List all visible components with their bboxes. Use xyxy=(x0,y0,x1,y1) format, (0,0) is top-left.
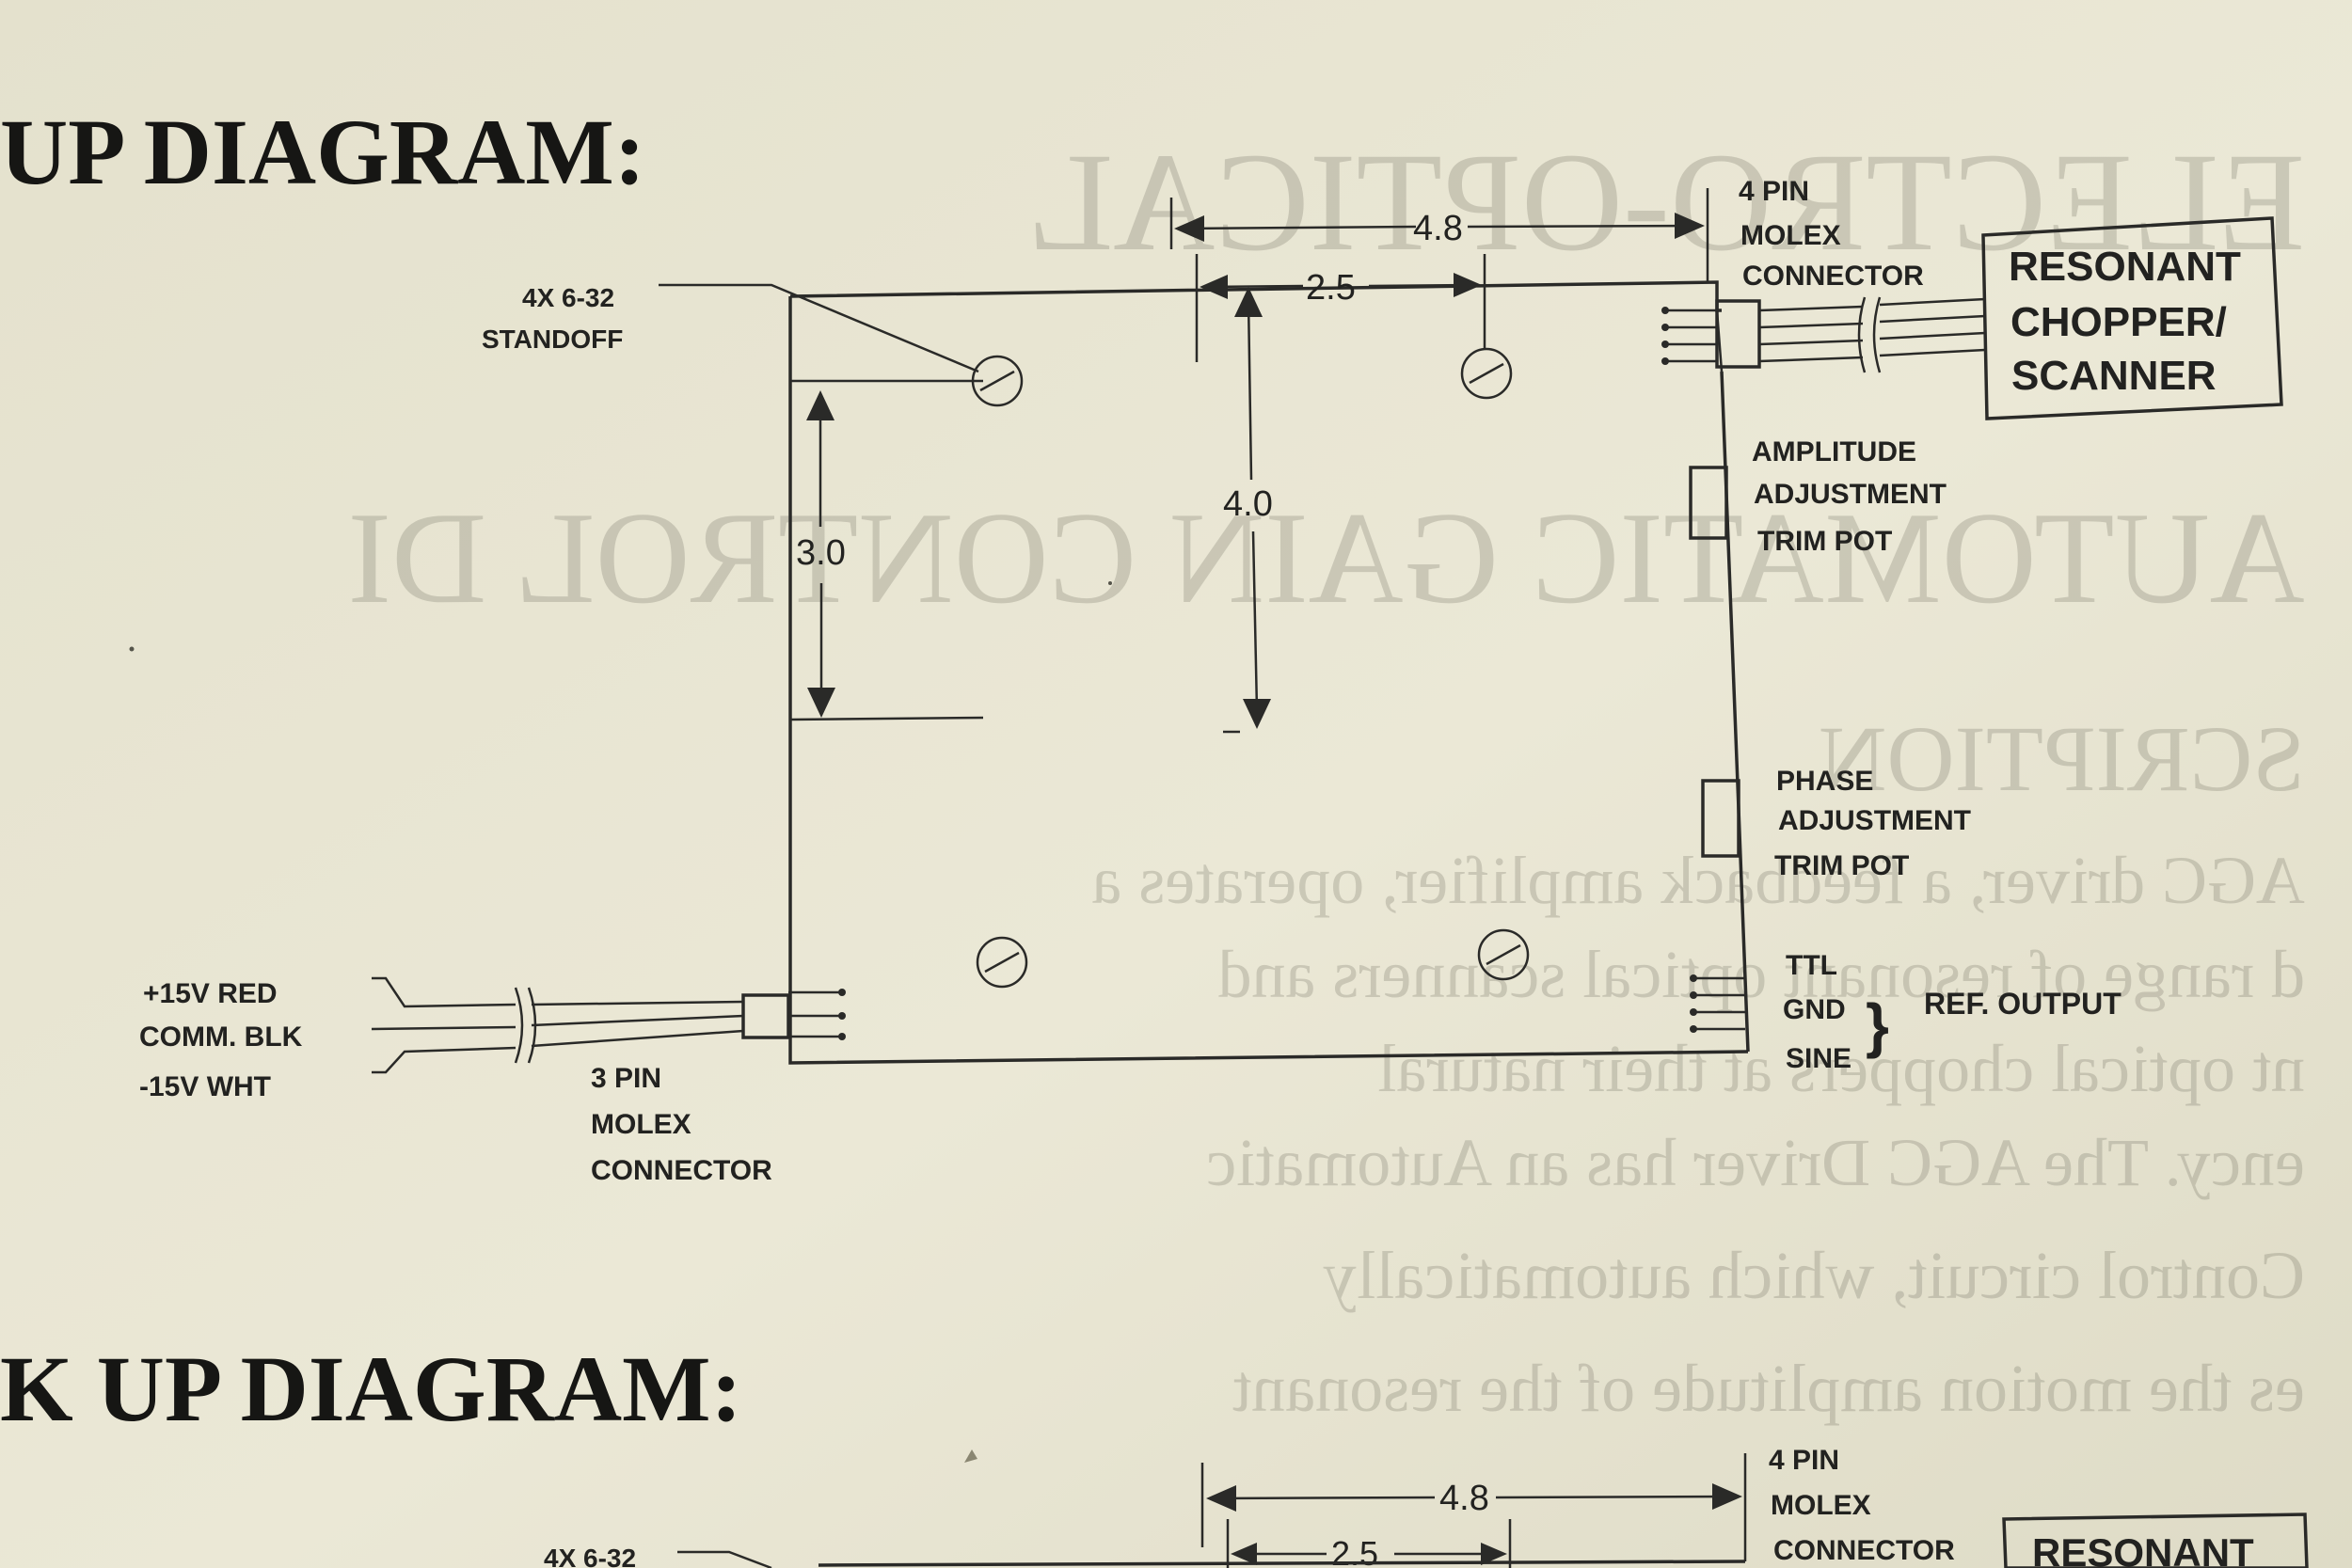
molex4-label-1: 4 PIN xyxy=(1739,176,1809,207)
bottom-dim-width-total-label: 4.8 xyxy=(1439,1479,1489,1518)
amplitude-label-1: AMPLITUDE xyxy=(1752,436,1916,467)
phase-trim-pot: PHASE ADJUSTMENT TRIM POT xyxy=(1701,766,1971,881)
ghost-line-9: es the motion amplitude of the resonant xyxy=(1232,1351,2305,1426)
standoff-label-1: 4X 6-32 xyxy=(522,283,614,312)
bottom-standoff-label: 4X 6-32 xyxy=(544,1544,636,1568)
resonant-label-3: SCANNER xyxy=(2011,353,2217,399)
molex3-label-2: MOLEX xyxy=(591,1109,691,1140)
phase-label-3: TRIM POT xyxy=(1774,850,1909,881)
ghost-line-5: d range of resonant optical scanners and xyxy=(1217,937,2305,1012)
sine-label: SINE xyxy=(1786,1043,1851,1074)
pos15-label: +15V RED xyxy=(143,978,278,1009)
brace-icon: } xyxy=(1866,991,1889,1059)
standoff-label-2: STANDOFF xyxy=(482,325,623,354)
amplitude-trim-pot: AMPLITUDE ADJUSTMENT TRIM POT xyxy=(1689,436,1947,557)
ttl-label: TTL xyxy=(1786,950,1837,981)
molex4-label-2: MOLEX xyxy=(1740,220,1841,251)
heading-bottom: K UP DIAGRAM: xyxy=(0,1337,742,1441)
bottom-resonant-label: RESONANT xyxy=(2032,1530,2254,1568)
four-pin-connector xyxy=(1661,296,1986,373)
standoff-bottom-right xyxy=(1477,928,1530,981)
comm-label: COMM. BLK xyxy=(139,1022,303,1053)
dim-width-holes-label: 2.5 xyxy=(1306,268,1356,308)
neg15-label: -15V WHT xyxy=(139,1071,271,1102)
amplitude-label-2: ADJUSTMENT xyxy=(1754,479,1947,510)
bottom-molex4-label-3: CONNECTOR xyxy=(1773,1535,1955,1566)
molex3-label-3: CONNECTOR xyxy=(591,1155,772,1186)
paper-specks xyxy=(129,581,1112,1463)
ref-output-label: REF. OUTPUT xyxy=(1924,987,2122,1021)
phase-label-2: ADJUSTMENT xyxy=(1778,805,1971,836)
standoff-bottom-left xyxy=(976,936,1028,989)
ghost-line-6: nt optical choppers at their natural xyxy=(1377,1031,2305,1106)
dim-height-holes-label: 3.0 xyxy=(796,533,846,573)
ghost-line-3: SCRIPTION xyxy=(1819,706,2305,811)
bleed-through-text: ELECTRO-OPTICAL AUTOMATIC GAIN CONTROL D… xyxy=(348,124,2305,1426)
dimension-width-total: 4.8 xyxy=(1169,188,1709,282)
molex4-label-3: CONNECTOR xyxy=(1742,261,1924,292)
resonant-chopper-scanner-box: RESONANT CHOPPER/ SCANNER xyxy=(1981,216,2283,420)
ref-output-pins: TTL GND SINE } REF. OUTPUT xyxy=(1690,950,2122,1074)
ghost-line-2: AUTOMATIC GAIN CONTROL DI xyxy=(348,485,2305,631)
ghost-line-4: AGC driver, a feedback amplifier, operat… xyxy=(1091,843,2305,918)
dim-width-total-label: 4.8 xyxy=(1413,209,1463,248)
ghost-line-8: Control circuit, which automatically xyxy=(1323,1238,2305,1313)
phase-label-1: PHASE xyxy=(1776,766,1873,797)
bottom-molex4-label-2: MOLEX xyxy=(1771,1490,1871,1521)
resonant-label-1: RESONANT xyxy=(2009,244,2241,290)
molex3-label-1: 3 PIN xyxy=(591,1063,661,1094)
bottom-molex4-label-1: 4 PIN xyxy=(1769,1445,1839,1476)
standoff-leader xyxy=(659,283,979,373)
resonant-label-2: CHOPPER/ xyxy=(2010,299,2227,345)
dimension-height-holes: 3.0 xyxy=(789,379,984,721)
gnd-label: GND xyxy=(1783,994,1846,1025)
three-pin-connector: +15V RED COMM. BLK -15V WHT 3 PIN MOLEX … xyxy=(139,976,846,1186)
ghost-line-7: ency. The AGC Driver has an Automatic xyxy=(1206,1125,2305,1200)
bottom-diagram: 4.8 2.5 4 PIN MOLEX CONNECTOR RESONANT 4… xyxy=(544,1445,2309,1568)
dim-height-total-label: 4.0 xyxy=(1223,484,1273,524)
dimension-height-total: 4.0 xyxy=(1223,287,1273,734)
standoff-top-right xyxy=(1460,347,1513,400)
ghost-line-1: ELECTRO-OPTICAL xyxy=(1027,124,2305,280)
dimension-width-holes: 2.5 xyxy=(1195,254,1486,362)
amplitude-label-3: TRIM POT xyxy=(1757,526,1892,557)
heading-top: UP DIAGRAM: xyxy=(0,100,645,204)
